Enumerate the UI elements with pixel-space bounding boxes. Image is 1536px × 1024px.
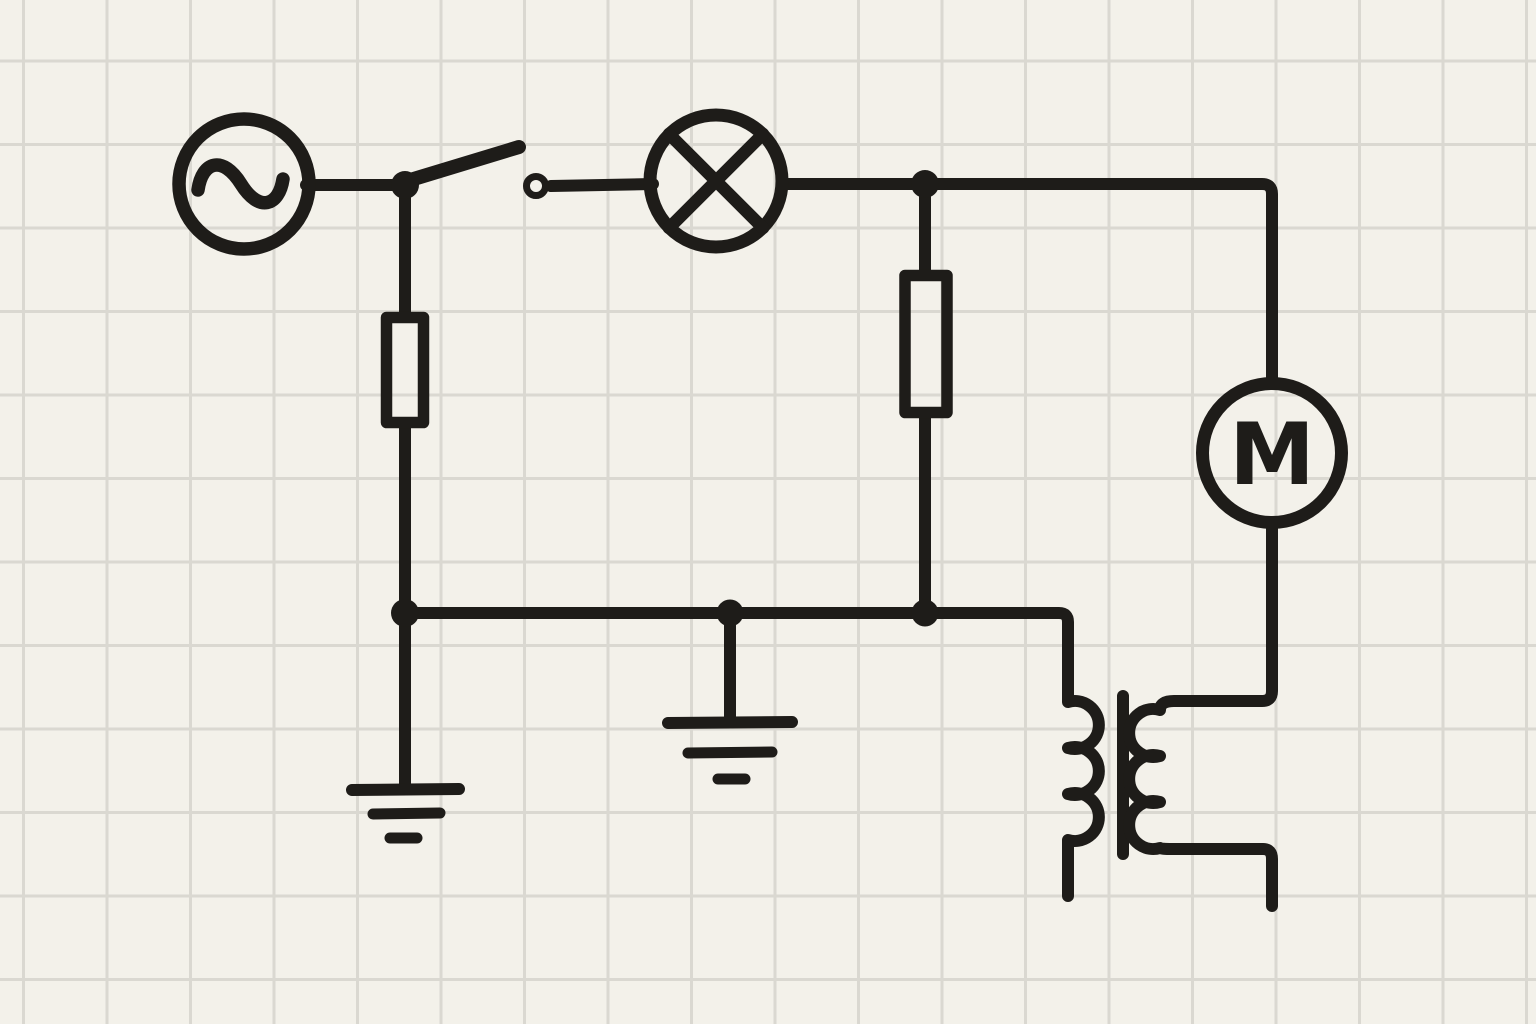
ground-middle-bar-1 (662, 716, 798, 729)
motor-label: M (1229, 405, 1315, 505)
resistor-left (380, 311, 430, 429)
lamp-x-icon (662, 127, 770, 235)
switch-blade (400, 140, 526, 188)
transformer (919, 519, 1278, 912)
switch-open-terminal (523, 173, 549, 199)
transformer-primary-coil (919, 607, 1105, 902)
switch-open (400, 140, 549, 199)
junction-lamp-motor (911, 170, 939, 198)
ground-left-bar-2 (367, 807, 446, 820)
wire-top-rail-to-motor (919, 178, 1278, 390)
resistor-right (899, 269, 953, 419)
resistor-left-body (380, 311, 430, 429)
junction-bus-right (911, 599, 939, 627)
ground-left-bar-1 (346, 783, 465, 796)
junction-dots (391, 170, 939, 627)
ac-source-circle (172, 112, 316, 256)
wires (300, 178, 1278, 619)
junction-bus-left (391, 599, 419, 627)
transformer-secondary-coil (1123, 519, 1278, 912)
lamp-circle (643, 108, 789, 254)
resistor-right-body (899, 269, 953, 419)
lamp (643, 108, 789, 254)
junction-source-switch (391, 171, 419, 199)
wire-switch-to-lamp (545, 178, 659, 192)
ground-middle (662, 607, 798, 785)
ac-source (172, 112, 316, 256)
sine-wave-icon (191, 158, 290, 210)
ground-left (346, 607, 465, 844)
ground-middle-bar-2 (682, 746, 778, 759)
motor: M (1196, 377, 1348, 529)
junction-bus-middle (716, 599, 744, 627)
